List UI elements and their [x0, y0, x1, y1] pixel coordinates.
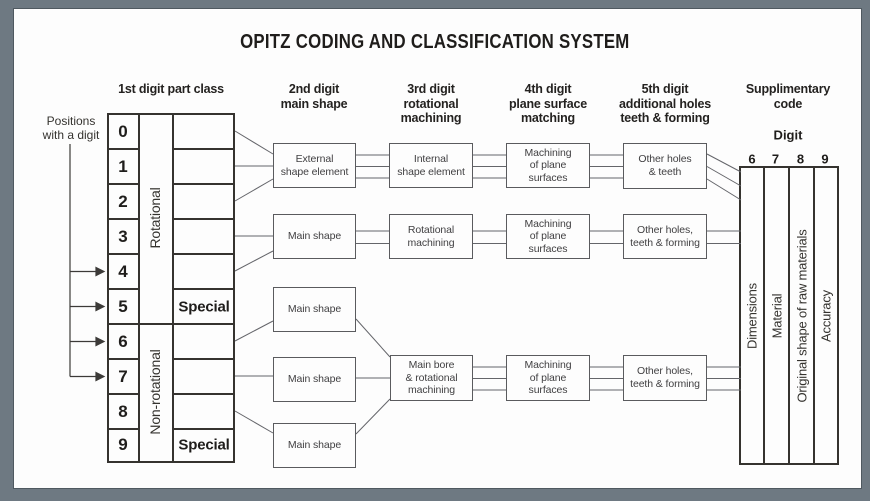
digit-cell-8: 8 [118, 401, 128, 421]
table-divider [109, 358, 138, 360]
supplementary-table [739, 166, 839, 465]
page-title: OPITZ CODING AND CLASSIFICATION SYSTEM [240, 31, 630, 53]
box-other-holes-teeth: Other holes& teeth [623, 143, 707, 189]
table-divider [109, 323, 233, 325]
special-label-non-rotational: Special [178, 436, 230, 453]
sup-digit-6: 6 [748, 151, 756, 167]
table-divider [173, 393, 233, 395]
digit-cell-0: 0 [118, 121, 128, 141]
sup-digit-heading: Digit [773, 127, 803, 143]
table-divider [788, 168, 790, 463]
flow-row3-connectors [234, 318, 391, 358]
flow-row5-connectors [234, 398, 391, 435]
header-1st-digit: 1st digit part class [118, 82, 224, 96]
table-divider [109, 148, 138, 150]
flow-row1-connectors [234, 130, 742, 202]
table-divider [109, 218, 138, 220]
table-divider [138, 115, 140, 461]
box-main-shape-2: Main shape [273, 357, 356, 402]
table-divider [173, 358, 233, 360]
flow-row4-connectors [235, 366, 741, 391]
box-other-holes-teeth-forming-2: Other holes,teeth & forming [623, 355, 707, 401]
table-divider [173, 253, 233, 255]
digit-cell-1: 1 [118, 156, 128, 176]
positions-arrows [69, 144, 106, 382]
table-divider [109, 253, 138, 255]
digit-cell-3: 3 [118, 226, 128, 246]
box-other-holes-teeth-forming-1: Other holes,teeth & forming [623, 214, 707, 259]
page-title-row: OPITZ CODING AND CLASSIFICATION SYSTEM [0, 31, 870, 54]
special-label-rotational: Special [178, 298, 230, 315]
box-main-shape-3: Main shape [273, 423, 356, 468]
digit-cell-6: 6 [118, 331, 128, 351]
table-divider [109, 288, 138, 290]
box-main-shape-1: Main shape [273, 287, 356, 332]
table-divider [763, 168, 765, 463]
digit-cell-5: 5 [118, 296, 128, 316]
digit-cell-2: 2 [118, 191, 128, 211]
table-divider [172, 115, 174, 461]
digit-cell-9: 9 [118, 434, 128, 454]
part-class-table [107, 113, 235, 463]
sup-digit-9: 9 [821, 151, 829, 167]
table-divider [109, 183, 138, 185]
table-divider [109, 428, 138, 430]
digit-cell-4: 4 [118, 261, 128, 281]
table-divider [109, 393, 138, 395]
table-divider [813, 168, 815, 463]
box-main-shape-rotational: Main shape [273, 214, 356, 259]
table-divider [173, 428, 233, 430]
sup-digit-8: 8 [796, 151, 805, 167]
digit-cell-7: 7 [118, 366, 128, 386]
sup-digit-7: 7 [771, 151, 780, 167]
table-divider [173, 218, 233, 220]
flow-row2-connectors [234, 230, 741, 272]
table-divider [173, 288, 233, 290]
table-divider [173, 148, 233, 150]
table-divider [173, 183, 233, 185]
